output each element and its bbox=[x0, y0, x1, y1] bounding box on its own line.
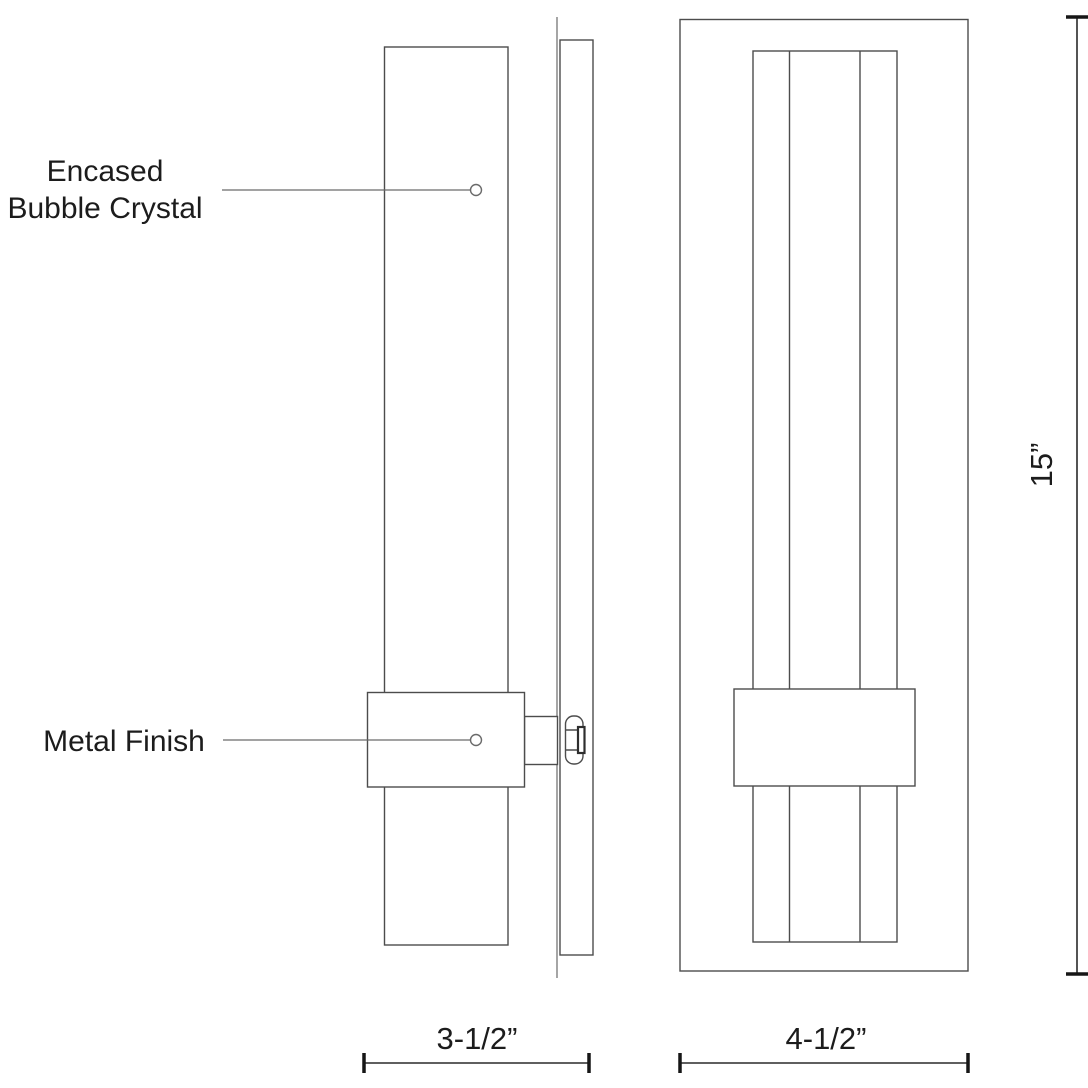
dimension-side-depth-label: 3-1/2” bbox=[437, 1021, 518, 1056]
callout-metal-marker bbox=[469, 733, 483, 747]
dimension-height: 15” bbox=[1024, 15, 1088, 976]
callout-crystal-label-line1: Encased bbox=[47, 155, 164, 188]
side-view bbox=[366, 17, 594, 978]
dimension-front-width-label: 4-1/2” bbox=[786, 1021, 867, 1056]
callout-crystal: Encased Bubble Crystal bbox=[7, 155, 483, 225]
dimension-height-label: 15” bbox=[1024, 443, 1059, 488]
wall-plate-side bbox=[559, 39, 594, 956]
mounting-screw bbox=[564, 715, 586, 765]
callout-metal-label: Metal Finish bbox=[43, 725, 205, 758]
callout-metal: Metal Finish bbox=[43, 725, 483, 758]
front-view bbox=[679, 18, 969, 972]
callout-crystal-label-line2: Bubble Crystal bbox=[7, 192, 202, 225]
mounting-bracket-front bbox=[733, 688, 916, 787]
screw-tab bbox=[576, 725, 586, 755]
crystal-tube-side bbox=[383, 46, 509, 946]
dimension-front-width: 4-1/2” bbox=[678, 1021, 970, 1073]
dimension-side-depth: 3-1/2” bbox=[362, 1021, 591, 1073]
connector-arm-side bbox=[523, 715, 559, 766]
callout-crystal-marker bbox=[469, 183, 483, 197]
crystal-tube-front bbox=[752, 50, 898, 943]
